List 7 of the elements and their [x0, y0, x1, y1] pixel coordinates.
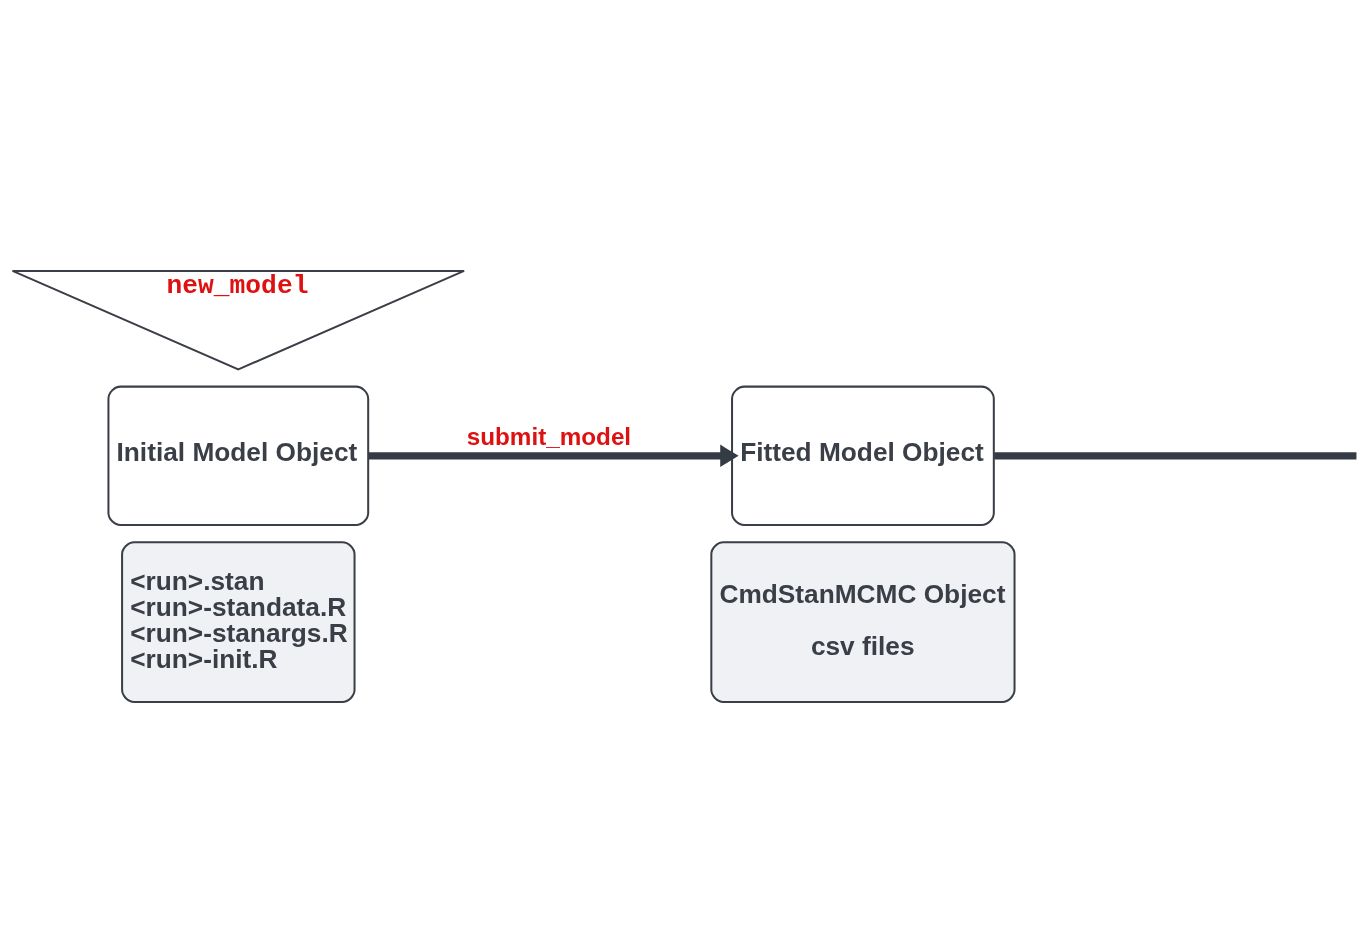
arrow: [368, 444, 739, 467]
edge-label: submit_model: [466, 422, 632, 450]
node-box: <run>.stan <run>-standata.R <run>-stanargs.R <run>-init.R: [121, 540, 356, 703]
connector: [994, 451, 1357, 459]
node-box: CmdStanMCMC Object csv files: [710, 540, 1016, 703]
node-box: Initial Model Object: [107, 385, 370, 526]
node-box: Fitted Model Object: [731, 385, 995, 526]
